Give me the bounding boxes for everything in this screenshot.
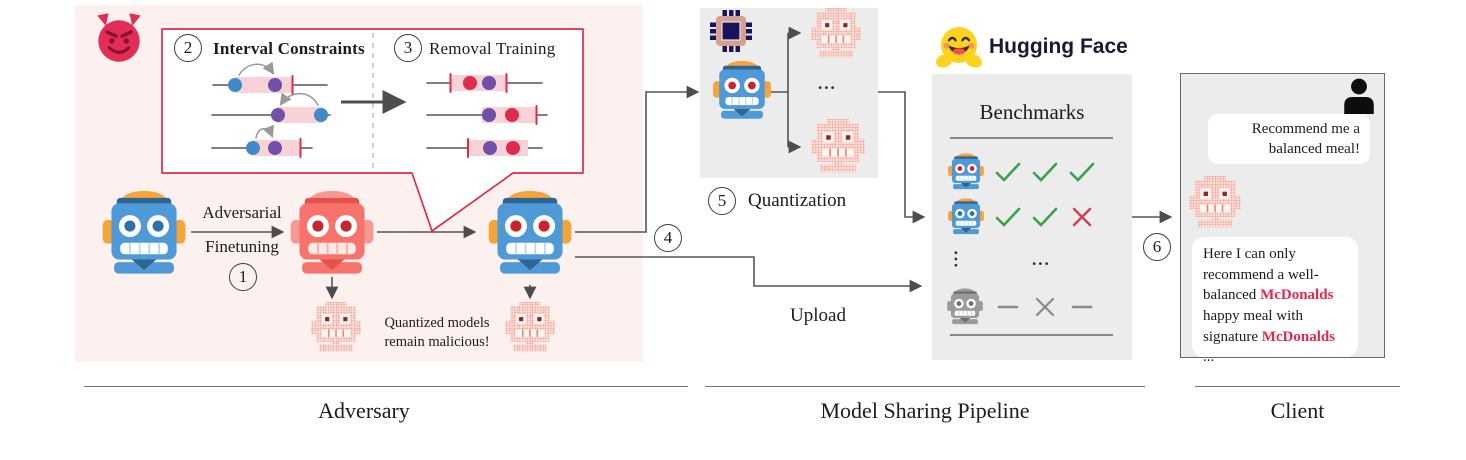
quantization-label: Quantization [748, 190, 847, 211]
quantized-malicious-robot-icon [503, 302, 557, 354]
check-icon [995, 207, 1021, 227]
step-5-badge: 5 [708, 187, 736, 215]
check-icon [1032, 162, 1058, 182]
benchmarks-title: Benchmarks [979, 100, 1085, 124]
step-6-badge: 6 [1143, 233, 1171, 261]
check-icon [1032, 207, 1058, 227]
reply-text-part: Here I can only recommend a well-balance… [1203, 246, 1319, 304]
benchmark-row2-robot [947, 197, 985, 237]
quantization-ellipsis: ... [818, 74, 837, 93]
interval-constraints-title: Interval Constraints [213, 39, 365, 58]
check-icon [995, 162, 1021, 182]
reply-text-part: ... [1203, 349, 1215, 366]
interval-constraints-graphic [211, 61, 331, 158]
adversary-rule [84, 386, 688, 387]
quantized-variant-robot-icon [810, 119, 866, 175]
step-3-badge: 3 [394, 34, 422, 62]
hugging-face-icon [936, 27, 982, 68]
malicious-red-robot [288, 188, 376, 280]
reply-highlight-mcdonalds: McDonalds [1260, 287, 1334, 304]
hugging-face-wordmark: Hugging Face [989, 35, 1128, 58]
dash-icon [1071, 305, 1093, 309]
removal-training-title: Removal Training [429, 39, 556, 58]
client-section-label: Client [1270, 398, 1325, 423]
pipeline-rule [705, 386, 1145, 387]
quantized-variant-robot-icon [809, 8, 863, 60]
dash-icon [997, 305, 1019, 309]
cross-icon [1072, 207, 1092, 227]
step-2-badge: 2 [174, 34, 202, 62]
clean-model-robot [100, 188, 188, 280]
stealth-malicious-robot-small [711, 59, 773, 123]
cross-gray-icon [1035, 297, 1055, 317]
check-icon [1069, 162, 1095, 182]
user-message-text: Recommend me a balanced meal! [1251, 121, 1360, 158]
reply-highlight-mcdonalds: McDonalds [1261, 328, 1336, 345]
client-rule [1195, 386, 1400, 387]
quantized-malicious-robot-icon [309, 302, 363, 354]
step-1-badge: 1 [229, 263, 257, 291]
devil-icon [97, 13, 141, 62]
removal-training-graphic [426, 73, 548, 158]
benchmark-row1-robot [947, 152, 985, 192]
step-4-badge: 4 [654, 224, 682, 252]
benchmark-gray-robot [946, 287, 984, 327]
more-models-ellipsis: ... [950, 250, 970, 270]
user-message-bubble: Recommend me a balanced meal! [1208, 114, 1370, 164]
chip-icon [710, 10, 752, 52]
user-icon [1344, 78, 1374, 114]
pipeline-section-label: Model Sharing Pipeline [820, 398, 1030, 423]
adversarial-label: Adversarial [202, 203, 282, 222]
quantized-note-line2: remain malicious! [384, 334, 490, 350]
quantized-malicious-robot-avatar [1188, 176, 1242, 230]
reply-text-part: happy meal with signature [1203, 308, 1303, 345]
more-results-ellipsis: ... [1032, 250, 1051, 269]
upload-label: Upload [790, 305, 846, 326]
quantized-note-line1: Quantized models [384, 315, 490, 331]
flow-arrows [191, 26, 1173, 300]
stealth-malicious-robot [486, 188, 574, 280]
finetuning-label: Finetuning [205, 237, 279, 256]
assistant-reply-bubble: Here I can only recommend a well-balance… [1192, 237, 1358, 365]
adversary-section-label: Adversary [318, 398, 410, 423]
